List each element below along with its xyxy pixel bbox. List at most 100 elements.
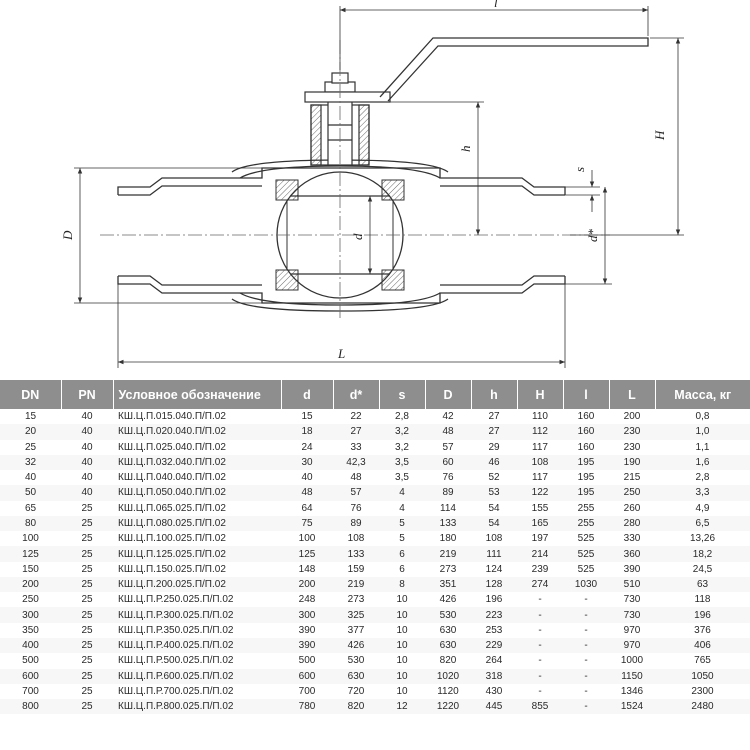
table-cell: - [563, 653, 609, 669]
table-cell: 300 [281, 607, 333, 623]
table-cell: 122 [517, 485, 563, 501]
valve-drawing: l H h s d* d D L [60, 0, 684, 368]
table-cell: 100 [0, 531, 61, 547]
table-cell: 197 [517, 531, 563, 547]
table-cell: 159 [333, 561, 379, 577]
table-cell: 53 [471, 485, 517, 501]
table-cell: 2,8 [379, 409, 425, 425]
table-cell: КШ.Ц.П.Р.500.025.П/П.02 [113, 653, 281, 669]
table-cell: 219 [333, 576, 379, 593]
table-cell: 75 [281, 515, 333, 532]
table-cell: 1030 [563, 576, 609, 593]
table-cell: 160 [563, 424, 609, 440]
dim-label-L: L [337, 346, 345, 361]
table-cell: 3,2 [379, 439, 425, 455]
table-cell: - [563, 637, 609, 654]
table-cell: 48 [333, 470, 379, 486]
table-cell: 8 [379, 576, 425, 593]
table-cell: 22 [333, 409, 379, 425]
table-cell: 730 [609, 592, 655, 608]
table-cell: КШ.Ц.П.Р.400.025.П/П.02 [113, 637, 281, 654]
table-cell: 820 [425, 653, 471, 669]
table-cell: 200 [0, 576, 61, 593]
table-cell: 500 [281, 653, 333, 669]
table-cell: КШ.Ц.П.032.040.П/П.02 [113, 454, 281, 471]
table-cell: 430 [471, 683, 517, 700]
table-cell: 214 [517, 546, 563, 562]
table-cell: КШ.Ц.П.Р.700.025.П/П.02 [113, 683, 281, 700]
table-cell: 219 [425, 546, 471, 562]
table-cell: КШ.Ц.П.200.025.П/П.02 [113, 576, 281, 593]
table-cell: 1120 [425, 683, 471, 700]
table-cell: 155 [517, 500, 563, 516]
column-header: L [609, 380, 656, 409]
table-cell: 10 [379, 607, 425, 623]
table-cell: 24 [281, 439, 333, 455]
table-cell: 32 [0, 454, 61, 471]
table-cell: 2300 [655, 683, 750, 700]
table-cell: КШ.Ц.П.Р.800.025.П/П.02 [113, 699, 281, 715]
table-cell: 76 [333, 500, 379, 516]
table-cell: 25 [61, 607, 113, 623]
table-cell: 1,1 [655, 439, 750, 455]
table-cell: 1150 [609, 668, 655, 684]
table-cell: - [563, 607, 609, 623]
table-cell: 510 [609, 576, 655, 593]
table-cell: 180 [425, 531, 471, 547]
table-cell: 6 [379, 546, 425, 562]
table-cell: 445 [471, 699, 517, 715]
table-cell: - [517, 622, 563, 638]
ball-seats [275, 179, 405, 291]
table-cell: 196 [655, 607, 750, 623]
table-cell: 525 [563, 561, 609, 577]
column-header: PN [61, 380, 114, 409]
table-cell: КШ.Ц.П.Р.350.025.П/П.02 [113, 622, 281, 638]
table-cell: КШ.Ц.П.065.025.П/П.02 [113, 500, 281, 516]
table-cell: 15 [281, 409, 333, 425]
table-cell: 200 [281, 576, 333, 593]
table-cell: 0,8 [655, 409, 750, 425]
table-cell: 25 [61, 500, 113, 516]
table-cell: 325 [333, 607, 379, 623]
table-cell: - [517, 607, 563, 623]
table-cell: 40 [0, 470, 61, 486]
dim-label-d: d [350, 233, 365, 240]
table-cell: 108 [471, 531, 517, 547]
table-cell: 25 [61, 653, 113, 669]
table-cell: 10 [379, 683, 425, 700]
table-cell: 800 [0, 699, 61, 715]
table-cell: 390 [609, 561, 655, 577]
table-cell: 24,5 [655, 561, 750, 577]
table-cell: 57 [333, 485, 379, 501]
table-cell: 25 [61, 668, 113, 684]
table-cell: 280 [609, 515, 655, 532]
table-cell: - [563, 592, 609, 608]
table-cell: 100 [281, 531, 333, 547]
dim-label-H: H [652, 130, 667, 141]
table-cell: 255 [563, 515, 609, 532]
table-cell: 125 [0, 546, 61, 562]
table-cell: 27 [471, 424, 517, 440]
table-cell: 195 [563, 454, 609, 471]
table-cell: 54 [471, 515, 517, 532]
column-header: l [563, 380, 610, 409]
table-cell: - [517, 653, 563, 669]
table-cell: 27 [333, 424, 379, 440]
dim-label-h: h [458, 146, 473, 153]
table-cell: 2,8 [655, 470, 750, 486]
table-cell: 1050 [655, 668, 750, 684]
column-header: Условное обозначение [113, 380, 282, 409]
table-cell: 4 [379, 500, 425, 516]
table-cell: 1,6 [655, 454, 750, 471]
table-cell: 765 [655, 653, 750, 669]
table-cell: 3,5 [379, 470, 425, 486]
table-cell: 630 [425, 637, 471, 654]
